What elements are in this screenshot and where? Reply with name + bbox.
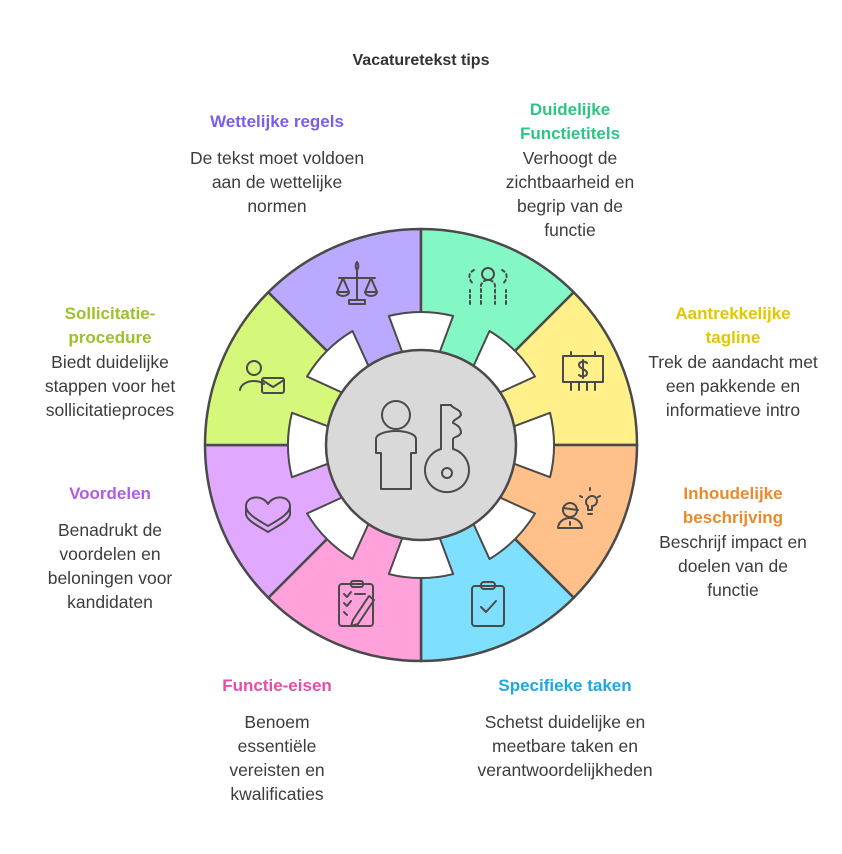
label-body: Schetst duidelijke en meetbare taken en …	[477, 712, 653, 780]
label-body: Benoem essentiële vereisten en kwalifica…	[229, 712, 325, 804]
label-title: Voordelen	[69, 484, 151, 503]
label-body: Trek de aandacht met een pakkende en inf…	[648, 352, 818, 420]
label-title: Sollicitatie-procedure	[64, 304, 156, 347]
label-body: Beschrijf impact en doelen van de functi…	[659, 532, 807, 600]
label-sollicitatie-procedure: Sollicitatie-procedure Biedt duidelijke …	[10, 302, 210, 422]
label-wettelijke-regels: Wettelijke regels De tekst moet voldoen …	[162, 110, 392, 218]
label-body: Biedt duidelijke stappen voor het sollic…	[44, 352, 176, 420]
people-icon	[468, 267, 508, 305]
diagram-title: Vacaturetekst tips	[352, 52, 490, 69]
center-hub	[324, 348, 518, 542]
person-mail-icon	[239, 360, 285, 394]
label-title: Inhoudelijke beschrijving	[682, 484, 784, 527]
label-title: Duidelijke Functietitels	[519, 100, 621, 143]
checklist-pencil-icon	[338, 580, 375, 627]
label-aantrekkelijke-tagline: Aantrekkelijke tagline Trek de aandacht …	[633, 302, 833, 422]
label-specifieke-taken: Specifieke taken Schetst duidelijke en m…	[445, 674, 685, 782]
label-title: Specifieke taken	[498, 676, 632, 695]
billboard-icon	[562, 351, 604, 391]
label-voordelen: Voordelen Benadrukt de voordelen en belo…	[10, 482, 210, 614]
label-duidelijke-functietitels: Duidelijke Functietitels Verhoogt de zic…	[470, 98, 670, 242]
label-inhoudelijke-beschrijving: Inhoudelijke beschrijving Beschrijf impa…	[633, 482, 833, 602]
label-body: Verhoogt de zichtbaarheid en begrip van …	[505, 148, 635, 240]
person-idea-icon	[557, 487, 601, 529]
person-key-icon	[375, 400, 470, 494]
label-title: Aantrekkelijke tagline	[675, 304, 791, 347]
label-body: Benadrukt de voordelen en beloningen voo…	[47, 520, 173, 612]
heart-box-icon	[245, 496, 291, 533]
scales-icon	[336, 261, 378, 305]
label-title: Functie-eisen	[222, 676, 332, 695]
label-title: Wettelijke regels	[210, 112, 344, 131]
label-functie-eisen: Functie-eisen Benoem essentiële vereiste…	[187, 674, 367, 806]
label-body: De tekst moet voldoen aan de wettelijke …	[189, 148, 365, 216]
clipboard-check-icon	[471, 581, 505, 627]
